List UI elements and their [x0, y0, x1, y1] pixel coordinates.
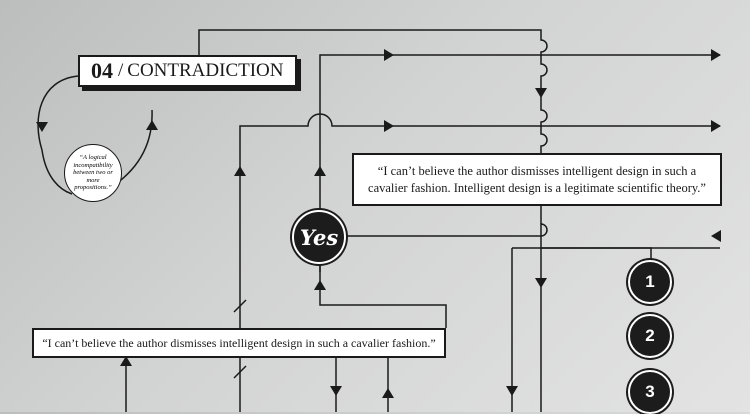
step-3-number: 3 [645, 382, 655, 401]
step-node-1: 1 [628, 260, 672, 304]
yes-decision-node: Yes [292, 210, 346, 264]
quote-box-full: “I can’t believe the author dismisses in… [352, 153, 722, 206]
title-box: 04 / CONTRADICTION [78, 55, 297, 87]
section-title: CONTRADICTION [127, 60, 284, 81]
step-node-3: 3 [628, 370, 672, 414]
definition-text: “A logical incompatibility between two o… [73, 154, 113, 192]
quote-short-text: “I can’t believe the author dismisses in… [42, 335, 436, 350]
section-number: 04 [91, 58, 113, 83]
title-separator: / [118, 60, 124, 81]
step-1-number: 1 [645, 272, 655, 291]
definition-bubble: “A logical incompatibility between two o… [64, 144, 122, 202]
step-2-number: 2 [645, 326, 655, 345]
quote-box-short: “I can’t believe the author dismisses in… [32, 328, 446, 358]
yes-label: Yes [299, 224, 339, 250]
quote-full-text: “I can’t believe the author dismisses in… [368, 163, 706, 195]
step-node-2: 2 [628, 314, 672, 358]
